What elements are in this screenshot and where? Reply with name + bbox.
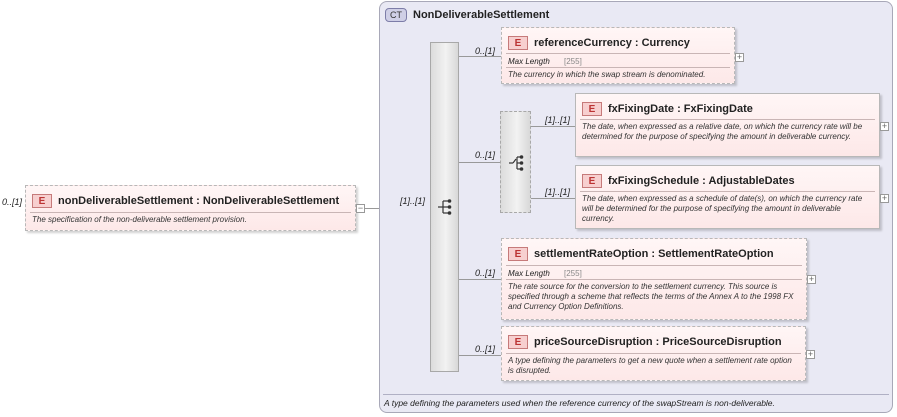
collapse-icon[interactable]: − — [356, 203, 365, 213]
root-element-description: The specification of the non-deliverable… — [32, 215, 247, 224]
element-title: referenceCurrency : Currency — [534, 37, 690, 49]
element-separator — [506, 265, 802, 266]
connector-priceSourceDisruption — [459, 355, 501, 356]
element-description: A type defining the parameters to get a … — [508, 356, 792, 375]
element-card-priceSourceDisruption[interactable]: E priceSourceDisruption : PriceSourceDis… — [501, 326, 806, 381]
element-header: E referenceCurrency : Currency — [508, 34, 690, 52]
connector-fxFixingSchedule — [531, 198, 576, 199]
element-badge-icon: E — [508, 247, 528, 261]
expand-icon[interactable]: + — [735, 52, 744, 62]
element-card-settlementRateOption[interactable]: E settlementRateOption : SettlementRateO… — [501, 238, 807, 320]
fxFixingDate-multiplicity: [1]..[1] — [545, 115, 571, 125]
element-separator — [506, 67, 730, 68]
element-header: E settlementRateOption : SettlementRateO… — [508, 245, 774, 263]
connector-settlementRateOption — [459, 279, 501, 280]
facet-value: [255] — [564, 57, 582, 66]
element-separator — [580, 191, 875, 192]
choice-icon — [509, 155, 524, 171]
element-separator — [506, 53, 730, 54]
expand-icon[interactable]: + — [880, 193, 889, 203]
expand-icon[interactable]: + — [807, 274, 816, 284]
root-multiplicity: 0..[1] — [2, 197, 23, 207]
root-element-header: E nonDeliverableSettlement : NonDelivera… — [32, 192, 339, 210]
element-title: settlementRateOption : SettlementRateOpt… — [534, 248, 774, 260]
element-badge-icon: E — [582, 102, 602, 116]
root-element-card[interactable]: E nonDeliverableSettlement : NonDelivera… — [25, 185, 356, 231]
element-header: E fxFixingDate : FxFixingDate — [582, 100, 753, 118]
priceSourceDisruption-multiplicity: 0..[1] — [475, 344, 496, 354]
connector-referenceCurrency — [459, 56, 501, 57]
element-title: fxFixingSchedule : AdjustableDates — [608, 175, 795, 187]
element-header: E fxFixingSchedule : AdjustableDates — [582, 172, 795, 190]
expand-icon[interactable]: + — [806, 349, 815, 359]
complex-type-title: NonDeliverableSettlement — [413, 9, 550, 21]
element-description: The rate source for the conversion to th… — [508, 282, 794, 311]
sequence-icon — [438, 199, 452, 215]
sequence-compositor[interactable] — [430, 42, 459, 372]
element-card-fxFixingSchedule[interactable]: E fxFixingSchedule : AdjustableDates The… — [575, 165, 880, 229]
element-badge-icon: E — [582, 174, 602, 188]
element-header: E priceSourceDisruption : PriceSourceDis… — [508, 333, 782, 351]
connector-fxFixingDate — [531, 126, 576, 127]
element-card-fxFixingDate[interactable]: E fxFixingDate : FxFixingDate The date, … — [575, 93, 880, 157]
complex-type-footer-separator — [383, 394, 889, 395]
complex-type-badge-icon: CT — [385, 8, 407, 22]
facet-value: [255] — [564, 269, 582, 278]
element-description: The date, when expressed as a relative d… — [582, 122, 863, 141]
expand-icon[interactable]: + — [880, 121, 889, 131]
root-separator — [30, 212, 351, 213]
facet-label: Max Length — [508, 57, 550, 66]
element-separator — [506, 279, 802, 280]
element-card-referenceCurrency[interactable]: E referenceCurrency : Currency Max Lengt… — [501, 27, 735, 84]
root-element-title: nonDeliverableSettlement : NonDeliverabl… — [58, 195, 340, 207]
complex-type-description: A type defining the parameters used when… — [384, 398, 775, 408]
facet-label: Max Length — [508, 269, 550, 278]
element-separator — [506, 353, 801, 354]
element-title: fxFixingDate : FxFixingDate — [608, 103, 753, 115]
element-description: The date, when expressed as a schedule o… — [582, 194, 863, 223]
settlementRateOption-multiplicity: 0..[1] — [475, 268, 496, 278]
element-separator — [580, 119, 875, 120]
connector-choice — [459, 162, 500, 163]
element-badge-icon: E — [508, 36, 528, 50]
choice-compositor[interactable] — [500, 111, 531, 213]
element-badge-icon: E — [32, 194, 52, 208]
sequence-multiplicity: [1]..[1] — [400, 196, 426, 206]
element-badge-icon: E — [508, 335, 528, 349]
element-title: priceSourceDisruption : PriceSourceDisru… — [534, 336, 782, 348]
referenceCurrency-multiplicity: 0..[1] — [475, 46, 496, 56]
fxFixingSchedule-multiplicity: [1]..[1] — [545, 187, 571, 197]
choice-multiplicity: 0..[1] — [475, 150, 496, 160]
element-description: The currency in which the swap stream is… — [508, 70, 706, 79]
